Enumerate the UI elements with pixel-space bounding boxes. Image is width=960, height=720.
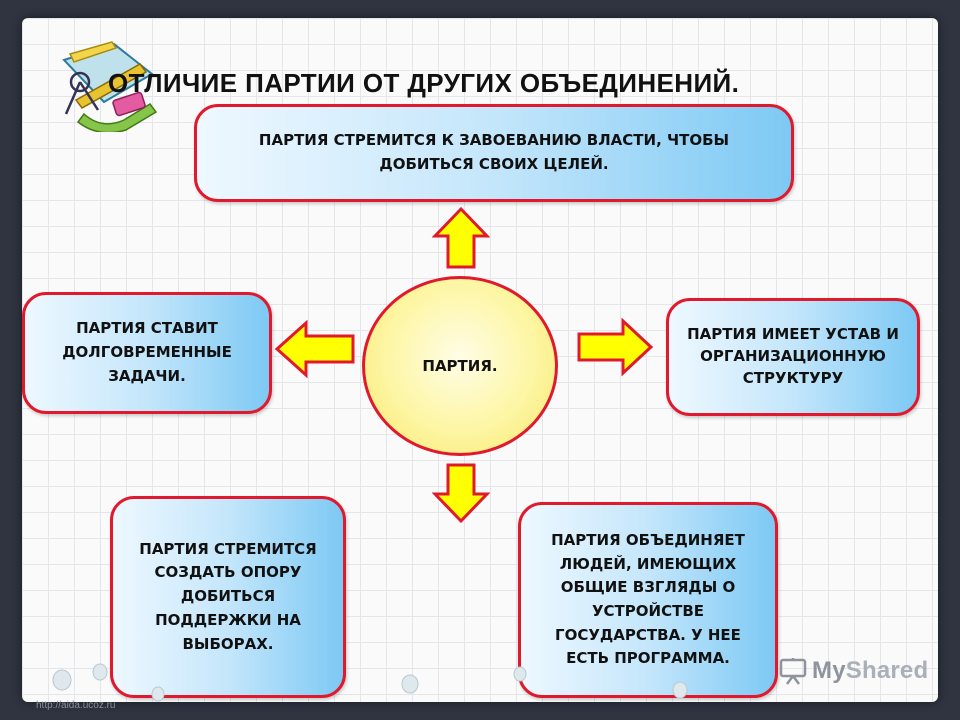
- arrow-right-icon: [577, 318, 654, 376]
- center-party-circle: ПАРТИЯ.: [362, 276, 558, 456]
- logo-my: My: [812, 657, 846, 684]
- box-top-text: ПАРТИЯ СТРЕМИТСЯ К ЗАВОЕВАНИЮ ВЛАСТИ, ЧТ…: [258, 131, 730, 173]
- arrow-down-icon: [432, 463, 490, 524]
- box-left-text: ПАРТИЯ СТАВИТ ДОЛГОВРЕМЕННЫЕ ЗАДАЧИ.: [62, 319, 232, 385]
- center-label: ПАРТИЯ.: [422, 357, 498, 375]
- myshared-logo: MyShared: [778, 656, 928, 686]
- box-bottom-right-text: ПАРТИЯ ОБЪЕДИНЯЕТ ЛЮДЕЙ, ИМЕЮЩИХ ОБЩИЕ В…: [551, 530, 745, 668]
- myshared-logo-icon: [779, 658, 807, 685]
- logo-shared: Shared: [845, 657, 929, 684]
- footer-url: http://aida.ucoz.ru: [36, 700, 116, 711]
- drafting-tools-icon: [62, 41, 158, 132]
- box-bottom-left-text: ПАРТИЯ СТРЕМИТСЯ СОЗДАТЬ ОПОРУ ДОБИТЬСЯ …: [139, 539, 317, 653]
- box-top-power: ПАРТИЯ СТРЕМИТСЯ К ЗАВОЕВАНИЮ ВЛАСТИ, ЧТ…: [194, 104, 794, 202]
- arrow-left-icon: [274, 320, 355, 378]
- droplets-decoration-icon: [52, 663, 688, 702]
- box-bottom-left-elections: ПАРТИЯ СТРЕМИТСЯ СОЗДАТЬ ОПОРУ ДОБИТЬСЯ …: [110, 496, 346, 698]
- logo-text: MyShared: [812, 657, 928, 685]
- box-right-text: ПАРТИЯ ИМЕЕТ УСТАВ И ОРГАНИЗАЦИОННУЮ СТР…: [687, 325, 899, 387]
- slide-title: ОТЛИЧИЕ ПАРТИИ ОТ ДРУГИХ ОБЪЕДИНЕНИЙ.: [108, 68, 740, 98]
- arrow-up-icon: [432, 206, 490, 269]
- box-left-goals: ПАРТИЯ СТАВИТ ДОЛГОВРЕМЕННЫЕ ЗАДАЧИ.: [22, 292, 272, 414]
- box-bottom-right-program: ПАРТИЯ ОБЪЕДИНЯЕТ ЛЮДЕЙ, ИМЕЮЩИХ ОБЩИЕ В…: [518, 502, 778, 698]
- box-right-charter: ПАРТИЯ ИМЕЕТ УСТАВ И ОРГАНИЗАЦИОННУЮ СТР…: [666, 298, 920, 416]
